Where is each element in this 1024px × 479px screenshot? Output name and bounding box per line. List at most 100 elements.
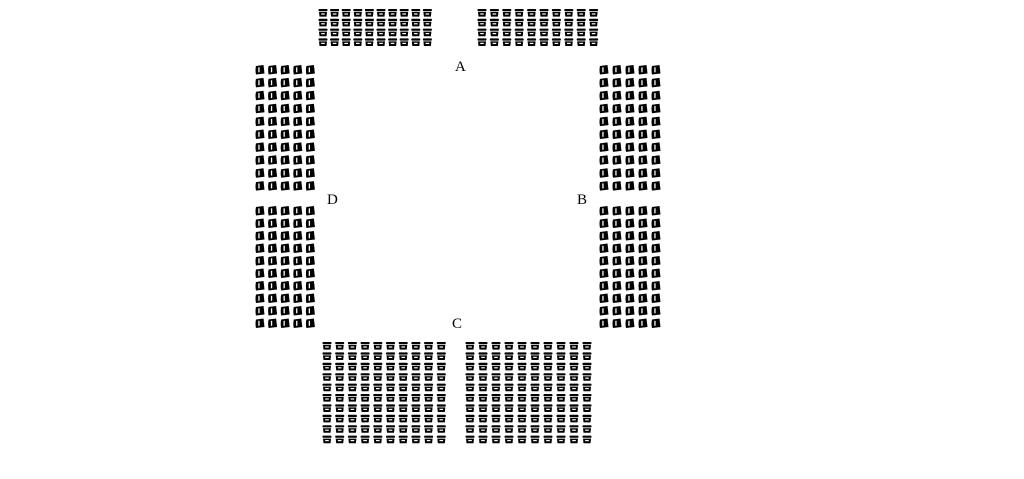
seat-c-block2-r1-c1[interactable] [465,342,475,350]
seat-b-block1-r9-c4[interactable] [638,168,648,178]
seat-b-block1-r7-c2[interactable] [612,142,622,152]
seat-d-block1-r5-c4[interactable] [293,116,303,127]
seat-c-block2-r1-c5[interactable] [517,342,527,350]
seat-c-block2-r8-c1[interactable] [465,414,475,423]
seat-c-block1-r4-c4[interactable] [360,373,370,381]
seat-d-block1-r3-c1[interactable] [255,90,265,101]
seat-d-block1-r8-c1[interactable] [255,155,265,165]
seat-d-block2-r6-c4[interactable] [293,268,303,279]
seat-d-block2-r10-c1[interactable] [255,318,265,329]
seat-c-block1-r4-c7[interactable] [398,373,408,381]
seat-c-block1-r9-c6[interactable] [386,425,395,433]
seat-c-block2-r6-c7[interactable] [543,394,553,402]
seat-d-block1-r4-c1[interactable] [255,103,265,114]
seat-d-block1-r1-c2[interactable] [268,65,278,75]
seat-c-block2-r7-c9[interactable] [569,404,579,412]
seat-a-block1-r3-c4[interactable] [353,28,363,37]
seat-c-block1-r7-c10[interactable] [436,404,446,412]
seat-a-block1-r1-c7[interactable] [388,9,398,17]
seat-c-block1-r8-c1[interactable] [322,414,332,423]
seat-c-block1-r8-c7[interactable] [398,414,408,423]
seat-c-block1-r2-c1[interactable] [322,352,332,360]
seat-d-block1-r9-c3[interactable] [280,168,290,178]
seat-b-block1-r3-c5[interactable] [651,90,661,101]
seat-a-block1-r2-c5[interactable] [364,18,374,27]
seat-d-block1-r6-c5[interactable] [305,129,315,140]
seat-d-block2-r2-c1[interactable] [255,218,265,229]
seat-b-block2-r4-c2[interactable] [612,243,622,254]
seat-c-block2-r7-c8[interactable] [556,404,566,412]
seat-a-block2-r3-c3[interactable] [502,28,512,37]
seat-c-block1-r7-c5[interactable] [373,404,383,412]
seat-a-block2-r2-c4[interactable] [514,18,524,27]
seat-c-block2-r6-c3[interactable] [491,394,501,402]
seat-c-block1-r5-c7[interactable] [398,383,408,392]
seat-b-block2-r1-c1[interactable] [599,206,609,216]
seat-c-block1-r1-c1[interactable] [322,342,332,350]
seat-c-block2-r9-c8[interactable] [556,425,566,433]
seat-c-block1-r6-c7[interactable] [398,394,408,402]
seat-a-block2-r3-c1[interactable] [477,28,487,37]
seat-a-block1-r4-c1[interactable] [318,38,328,46]
seat-d-block2-r1-c1[interactable] [255,206,265,216]
seat-d-block2-r2-c3[interactable] [280,218,290,229]
seat-c-block1-r3-c8[interactable] [411,362,421,371]
seat-d-block2-r4-c2[interactable] [268,243,278,254]
seat-c-block1-r1-c2[interactable] [335,342,345,350]
seat-a-block2-r1-c5[interactable] [527,9,537,17]
seat-b-block2-r3-c2[interactable] [612,231,622,241]
seat-c-block2-r10-c3[interactable] [491,435,501,444]
seat-b-block2-r8-c1[interactable] [599,293,609,304]
seat-a-block1-r3-c7[interactable] [388,28,398,37]
seat-c-block2-r8-c3[interactable] [491,414,501,423]
seat-d-block2-r7-c2[interactable] [268,281,278,291]
seat-a-block2-r2-c10[interactable] [589,18,599,27]
seat-d-block1-r9-c5[interactable] [305,168,315,178]
seat-a-block2-r4-c3[interactable] [502,38,512,46]
seat-c-block2-r9-c10[interactable] [582,425,592,433]
seat-d-block2-r1-c3[interactable] [280,206,290,216]
seat-b-block2-r2-c1[interactable] [599,218,609,229]
seat-c-block2-r4-c1[interactable] [465,373,475,381]
seat-c-block2-r1-c7[interactable] [543,342,553,350]
seat-b-block2-r6-c3[interactable] [625,268,635,279]
seat-c-block1-r10-c10[interactable] [436,435,446,444]
seat-c-block2-r7-c5[interactable] [517,404,527,412]
seat-c-block1-r4-c1[interactable] [322,373,332,381]
seat-c-block2-r8-c9[interactable] [569,414,579,423]
seat-b-block1-r2-c3[interactable] [625,77,635,88]
seat-a-block2-r4-c5[interactable] [527,38,537,46]
seat-c-block2-r7-c4[interactable] [504,404,514,412]
seat-b-block1-r10-c2[interactable] [612,181,622,191]
seat-b-block2-r7-c5[interactable] [651,281,661,291]
seat-c-block2-r7-c3[interactable] [491,404,501,412]
seat-c-block1-r4-c9[interactable] [424,373,434,381]
seat-c-block2-r3-c2[interactable] [478,362,488,371]
seat-a-block2-r2-c3[interactable] [502,18,512,27]
seat-a-block1-r4-c10[interactable] [422,38,432,46]
seat-b-block2-r7-c4[interactable] [638,281,648,291]
seat-c-block2-r1-c6[interactable] [530,342,540,350]
seat-d-block2-r2-c2[interactable] [268,218,278,229]
seat-b-block1-r7-c1[interactable] [599,142,609,152]
seat-c-block1-r2-c7[interactable] [398,352,408,360]
seat-d-block1-r6-c4[interactable] [293,129,303,140]
seat-b-block2-r9-c5[interactable] [651,306,661,316]
seat-c-block1-r5-c3[interactable] [347,383,357,392]
seat-d-block2-r5-c2[interactable] [268,256,278,266]
seat-a-block2-r1-c4[interactable] [514,9,524,17]
seat-c-block1-r10-c6[interactable] [386,435,395,444]
seat-c-block1-r10-c8[interactable] [411,435,421,444]
seat-c-block2-r2-c7[interactable] [543,352,553,360]
seat-c-block1-r4-c6[interactable] [386,373,395,381]
seat-d-block1-r3-c4[interactable] [293,90,303,101]
seat-c-block1-r1-c8[interactable] [411,342,421,350]
seat-b-block1-r1-c4[interactable] [638,65,648,75]
seat-d-block1-r8-c4[interactable] [293,155,303,165]
seat-a-block2-r4-c7[interactable] [551,38,561,46]
seat-b-block2-r1-c4[interactable] [638,206,648,216]
seat-a-block1-r3-c10[interactable] [422,28,432,37]
seat-c-block2-r3-c4[interactable] [504,362,514,371]
seat-b-block2-r5-c3[interactable] [625,256,635,266]
seat-c-block2-r5-c10[interactable] [582,383,592,392]
